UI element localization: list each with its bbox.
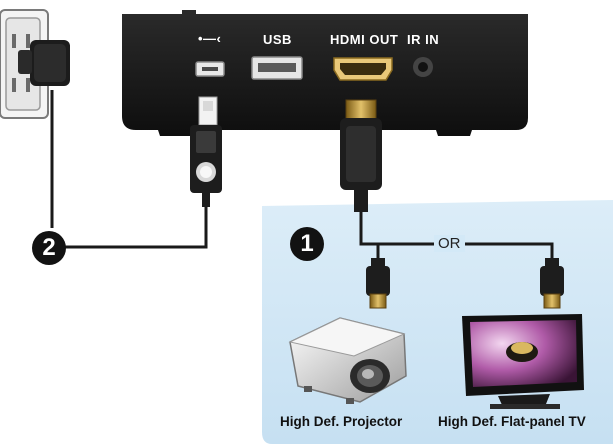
media-player <box>122 10 528 136</box>
or-label: OR <box>434 235 465 252</box>
usb-port-label: USB <box>263 32 292 47</box>
hdmi-out-port-label: HDMI OUT <box>330 32 398 47</box>
step-badge-2: 2 <box>32 231 66 265</box>
usb-symbol-icon: •—‹ <box>198 31 221 46</box>
projector-caption: High Def. Projector <box>280 414 402 429</box>
ir-in-port-label: IR IN <box>407 32 439 47</box>
tv-caption: High Def. Flat-panel TV <box>438 414 586 429</box>
step-badge-1: 1 <box>290 227 324 261</box>
